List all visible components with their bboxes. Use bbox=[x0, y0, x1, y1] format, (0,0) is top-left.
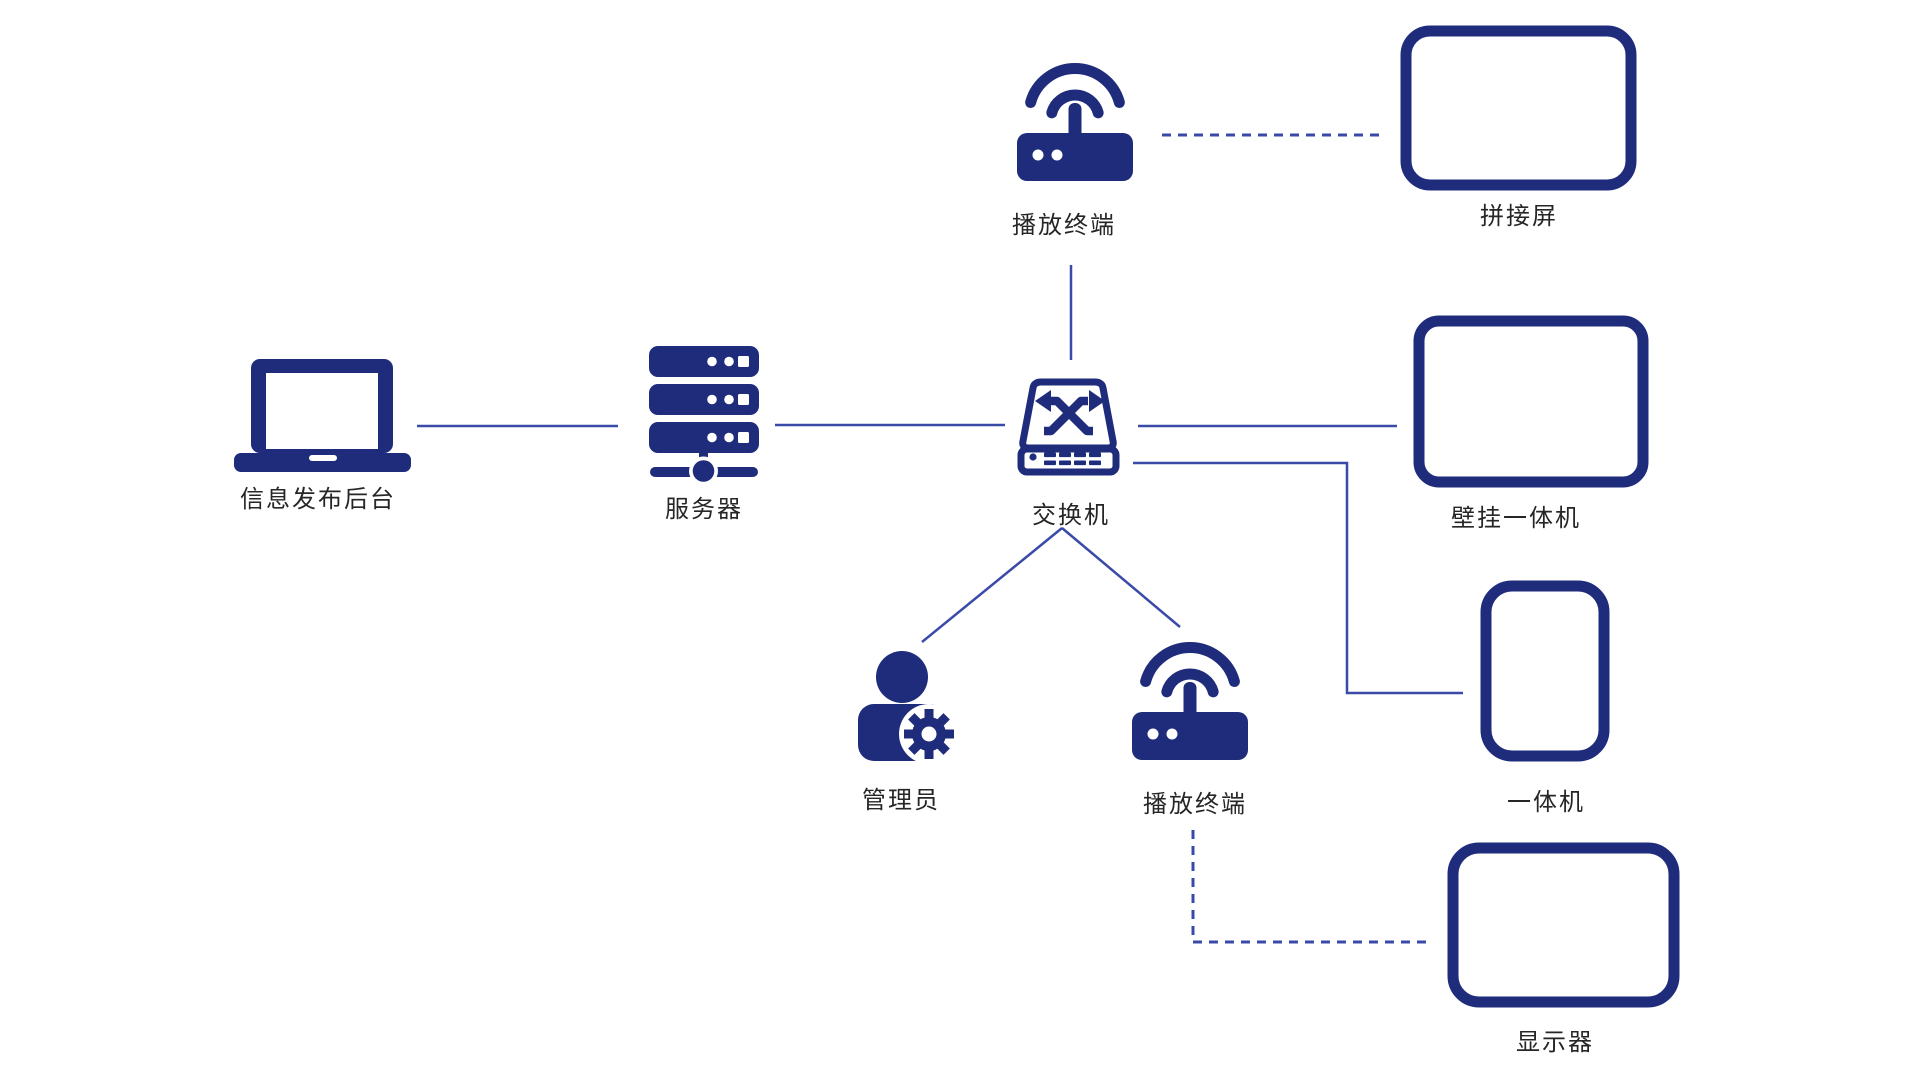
label-terminal-bottom: 播放终端 bbox=[1143, 791, 1247, 818]
edge-terminal-bottom-monitor bbox=[1191, 830, 1433, 944]
edge-switch-admin bbox=[921, 527, 1063, 643]
label-admin: 管理员 bbox=[862, 787, 940, 814]
user-gear-icon bbox=[858, 651, 959, 764]
gear-icon bbox=[904, 709, 954, 759]
label-monitor: 显示器 bbox=[1516, 1029, 1594, 1056]
wifi-router-icon-top bbox=[1017, 69, 1133, 181]
label-all-in-one: 一体机 bbox=[1507, 789, 1585, 816]
display-frame-icon-all-in-one bbox=[1480, 580, 1610, 762]
edge-switch-terminal-bottom bbox=[1061, 527, 1181, 628]
label-backend: 信息发布后台 bbox=[240, 486, 396, 513]
wifi-router-icon-bottom bbox=[1132, 648, 1248, 760]
label-wall-mounted: 壁挂一体机 bbox=[1451, 505, 1581, 532]
display-frame-icon-monitor bbox=[1447, 842, 1680, 1008]
label-switch: 交换机 bbox=[1032, 502, 1110, 529]
display-frame-icon-splicing-screen bbox=[1400, 25, 1637, 191]
edge-switch-all-in-one bbox=[1133, 461, 1463, 695]
label-terminal-top: 播放终端 bbox=[1012, 212, 1116, 239]
label-splicing-screen: 拼接屏 bbox=[1480, 203, 1558, 230]
display-frame-icon-wall-mounted bbox=[1413, 315, 1649, 488]
server-icon bbox=[649, 346, 759, 486]
label-server: 服务器 bbox=[665, 496, 743, 523]
laptop-icon bbox=[234, 359, 411, 472]
switch-icon bbox=[1017, 378, 1120, 476]
